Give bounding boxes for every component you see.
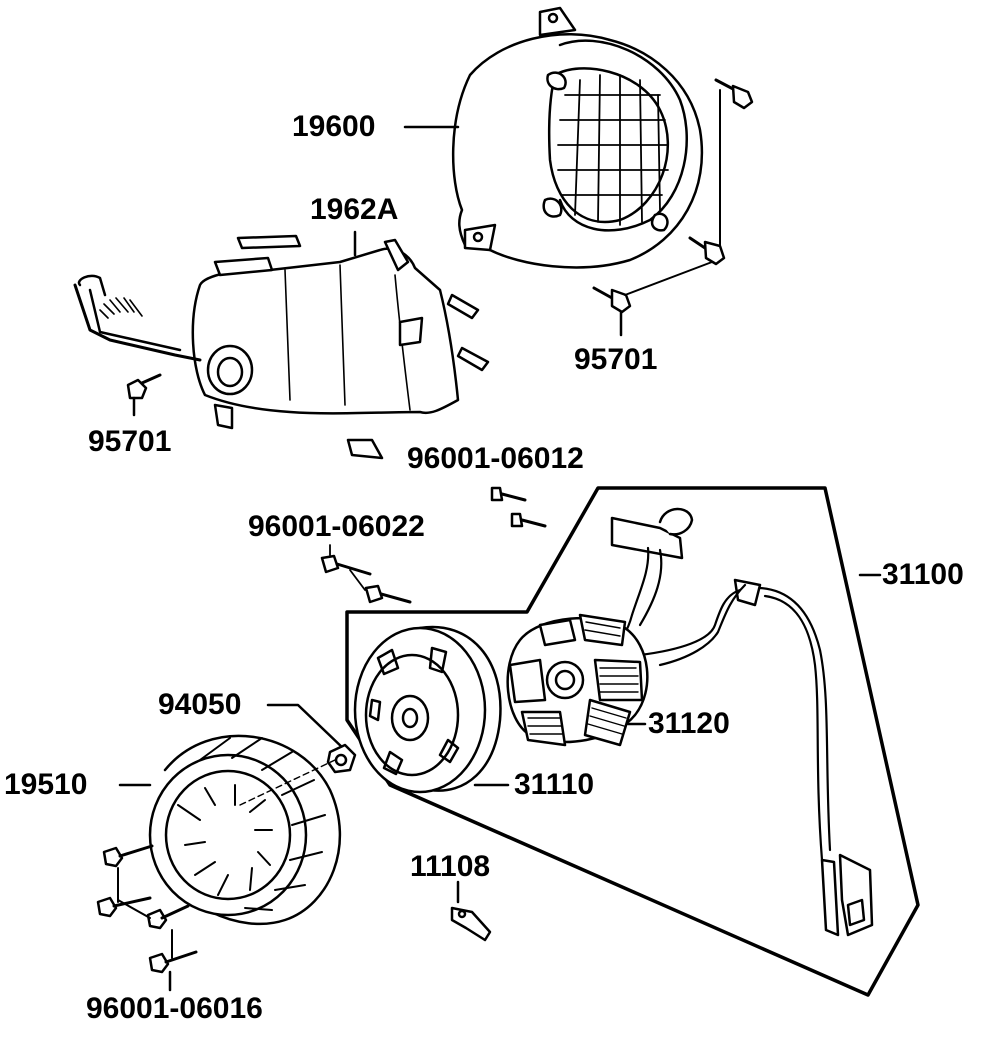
cooling-fan-19510	[118, 734, 342, 925]
fan-cover-grille	[557, 74, 669, 226]
shroud-1962A	[73, 234, 490, 460]
label-96001-06016: 96001-06016	[86, 992, 263, 1025]
bolts-96001-06012	[490, 486, 547, 528]
label-31100: 31100	[882, 558, 964, 591]
screws-96001-06016	[96, 844, 198, 974]
flywheel-31110	[353, 625, 502, 794]
label-11108: 11108	[410, 850, 491, 883]
label-95701-right: 95701	[574, 343, 658, 376]
label-19510: 19510	[4, 768, 88, 801]
bolt-95701-left	[126, 373, 162, 400]
label-94050: 94050	[158, 688, 242, 721]
clip-11108	[450, 906, 492, 942]
label-31120: 31120	[648, 707, 730, 740]
label-31110: 31110	[514, 768, 595, 801]
fan-cover-19600	[451, 6, 704, 269]
bolts-96001-06022	[320, 544, 412, 604]
label-96001-06022: 96001-06022	[248, 510, 425, 543]
assembly-outline-31100	[345, 486, 920, 997]
bolt-95701-right	[592, 78, 754, 314]
label-19600: 19600	[292, 110, 376, 143]
label-1962A: 1962A	[310, 193, 399, 226]
label-95701-left: 95701	[88, 425, 172, 458]
nut-94050	[266, 703, 357, 774]
label-96001-06012: 96001-06012	[407, 442, 584, 475]
pickup-wire	[608, 507, 874, 937]
stator-31120	[506, 613, 649, 747]
